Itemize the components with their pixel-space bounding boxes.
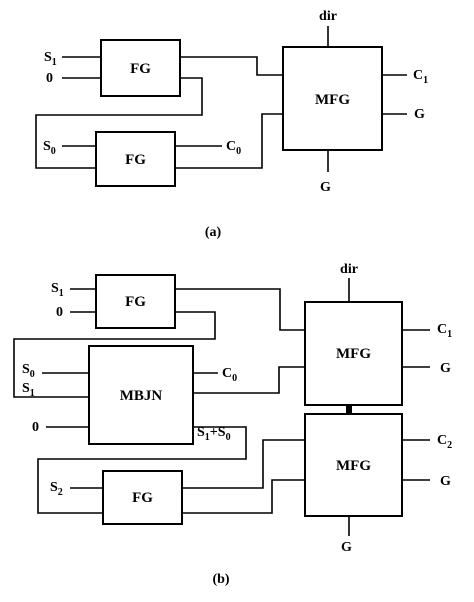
- label-b-s1-sub: 1: [59, 288, 64, 299]
- mbjn-block-b-label: MBJN: [120, 388, 163, 404]
- label-a-c1-main: C: [413, 68, 423, 83]
- label-a-c0: C0: [226, 139, 241, 157]
- label-b-zero2: 0: [32, 420, 39, 435]
- label-b-c0-sub: 0: [232, 373, 237, 384]
- label-b-s1s0-a: S: [197, 425, 205, 440]
- label-b-s1s0-plus: +S: [210, 425, 226, 440]
- label-b-c0: C0: [222, 366, 237, 384]
- label-b-c2-sub: 2: [447, 440, 452, 451]
- panel-b-wires: [13, 278, 430, 536]
- label-a-s0-main: S: [43, 139, 51, 154]
- mfg-connector-b: [346, 405, 352, 414]
- label-b-c1: C1: [437, 322, 452, 340]
- label-a-c0-sub: 0: [236, 146, 241, 157]
- fg-block-b-top-label: FG: [125, 294, 146, 310]
- mfg-block-a-label: MFG: [315, 92, 350, 108]
- caption-a: (a): [205, 225, 222, 240]
- fg-block-a-top-label: FG: [130, 61, 151, 77]
- label-b-s1s0-b-sub: 0: [226, 432, 231, 443]
- mfg-block-a: [282, 46, 383, 151]
- panel-b: FG MBJN FG MFG MFG S1 0 S0 S1 0 C0 S1+S0…: [13, 262, 452, 587]
- label-b-g2: G: [440, 474, 451, 489]
- label-a-dir: dir: [319, 9, 337, 24]
- wire-b-mbjn-to-mfg: [193, 366, 305, 394]
- label-b-c2: C2: [437, 433, 452, 451]
- label-b-s0-sub: 0: [30, 369, 35, 380]
- caption-b: (b): [212, 572, 229, 587]
- fg-block-b-bottom: [102, 470, 183, 525]
- label-b-s1: S1: [51, 281, 64, 299]
- label-b-s2: S2: [50, 480, 63, 498]
- label-a-s1-main: S: [44, 50, 52, 65]
- fg-block-a-bottom: [95, 131, 176, 187]
- fg-block-b-top: [95, 274, 176, 329]
- mfg-block-b-bottom: [304, 413, 403, 517]
- label-b-s0: S0: [22, 362, 35, 380]
- label-b-c1-main: C: [437, 322, 447, 337]
- label-b-s2-sub: 2: [58, 487, 63, 498]
- wire-b-fg3-to-mfg2-b: [182, 479, 305, 514]
- label-a-s1: S1: [44, 50, 57, 68]
- fg-block-a-bottom-label: FG: [125, 152, 146, 168]
- wire-a-fg1-to-mfg: [180, 56, 283, 76]
- label-a-g-right: G: [414, 107, 425, 122]
- label-b-c2-main: C: [437, 433, 447, 448]
- label-a-s0: S0: [43, 139, 56, 157]
- mfg-block-b-top: [304, 301, 403, 406]
- mfg-block-b-bottom-label: MFG: [336, 458, 371, 474]
- label-b-s1-mbjn-main: S: [22, 381, 30, 396]
- fg-block-a-top: [100, 39, 181, 97]
- label-a-s0-sub: 0: [51, 146, 56, 157]
- wire-b-fg3-to-mfg2-a: [182, 439, 305, 489]
- label-b-c1-sub: 1: [447, 329, 452, 340]
- label-a-g-bottom: G: [320, 180, 331, 195]
- panel-a: FG FG MFG S1 0 S0 C0 dir C1 G G (a): [35, 9, 428, 240]
- label-b-s1-mbjn-sub: 1: [30, 388, 35, 399]
- mbjn-block-b: [88, 345, 194, 445]
- label-b-zero: 0: [56, 305, 63, 320]
- label-b-g-bottom: G: [341, 540, 352, 555]
- wire-b-fg1-to-mfg: [175, 288, 305, 331]
- label-a-c0-main: C: [226, 139, 236, 154]
- label-b-s1s0-a-sub: 1: [205, 432, 210, 443]
- label-a-c1: C1: [413, 68, 428, 86]
- label-b-s1-plus-s0: S1+S0: [197, 425, 231, 443]
- label-a-zero: 0: [46, 71, 53, 86]
- mfg-block-b-top-label: MFG: [336, 346, 371, 362]
- label-a-s1-sub: 1: [52, 57, 57, 68]
- wire-b-fg1-loop: [13, 311, 216, 398]
- label-b-dir: dir: [340, 262, 358, 277]
- wire-b-s1s0-loop: [37, 426, 247, 514]
- fg-block-b-bottom-label: FG: [132, 490, 153, 506]
- label-b-s0-main: S: [22, 362, 30, 377]
- panel-a-wires: [35, 26, 407, 172]
- label-a-c1-sub: 1: [423, 75, 428, 86]
- wire-a-fg2-to-mfg: [175, 113, 283, 169]
- label-b-s1-main: S: [51, 281, 59, 296]
- label-b-s2-main: S: [50, 480, 58, 495]
- label-b-s1-mbjn: S1: [22, 381, 35, 399]
- label-b-g1: G: [440, 361, 451, 376]
- label-b-c0-main: C: [222, 366, 232, 381]
- wire-a-fg1-loop: [35, 77, 203, 169]
